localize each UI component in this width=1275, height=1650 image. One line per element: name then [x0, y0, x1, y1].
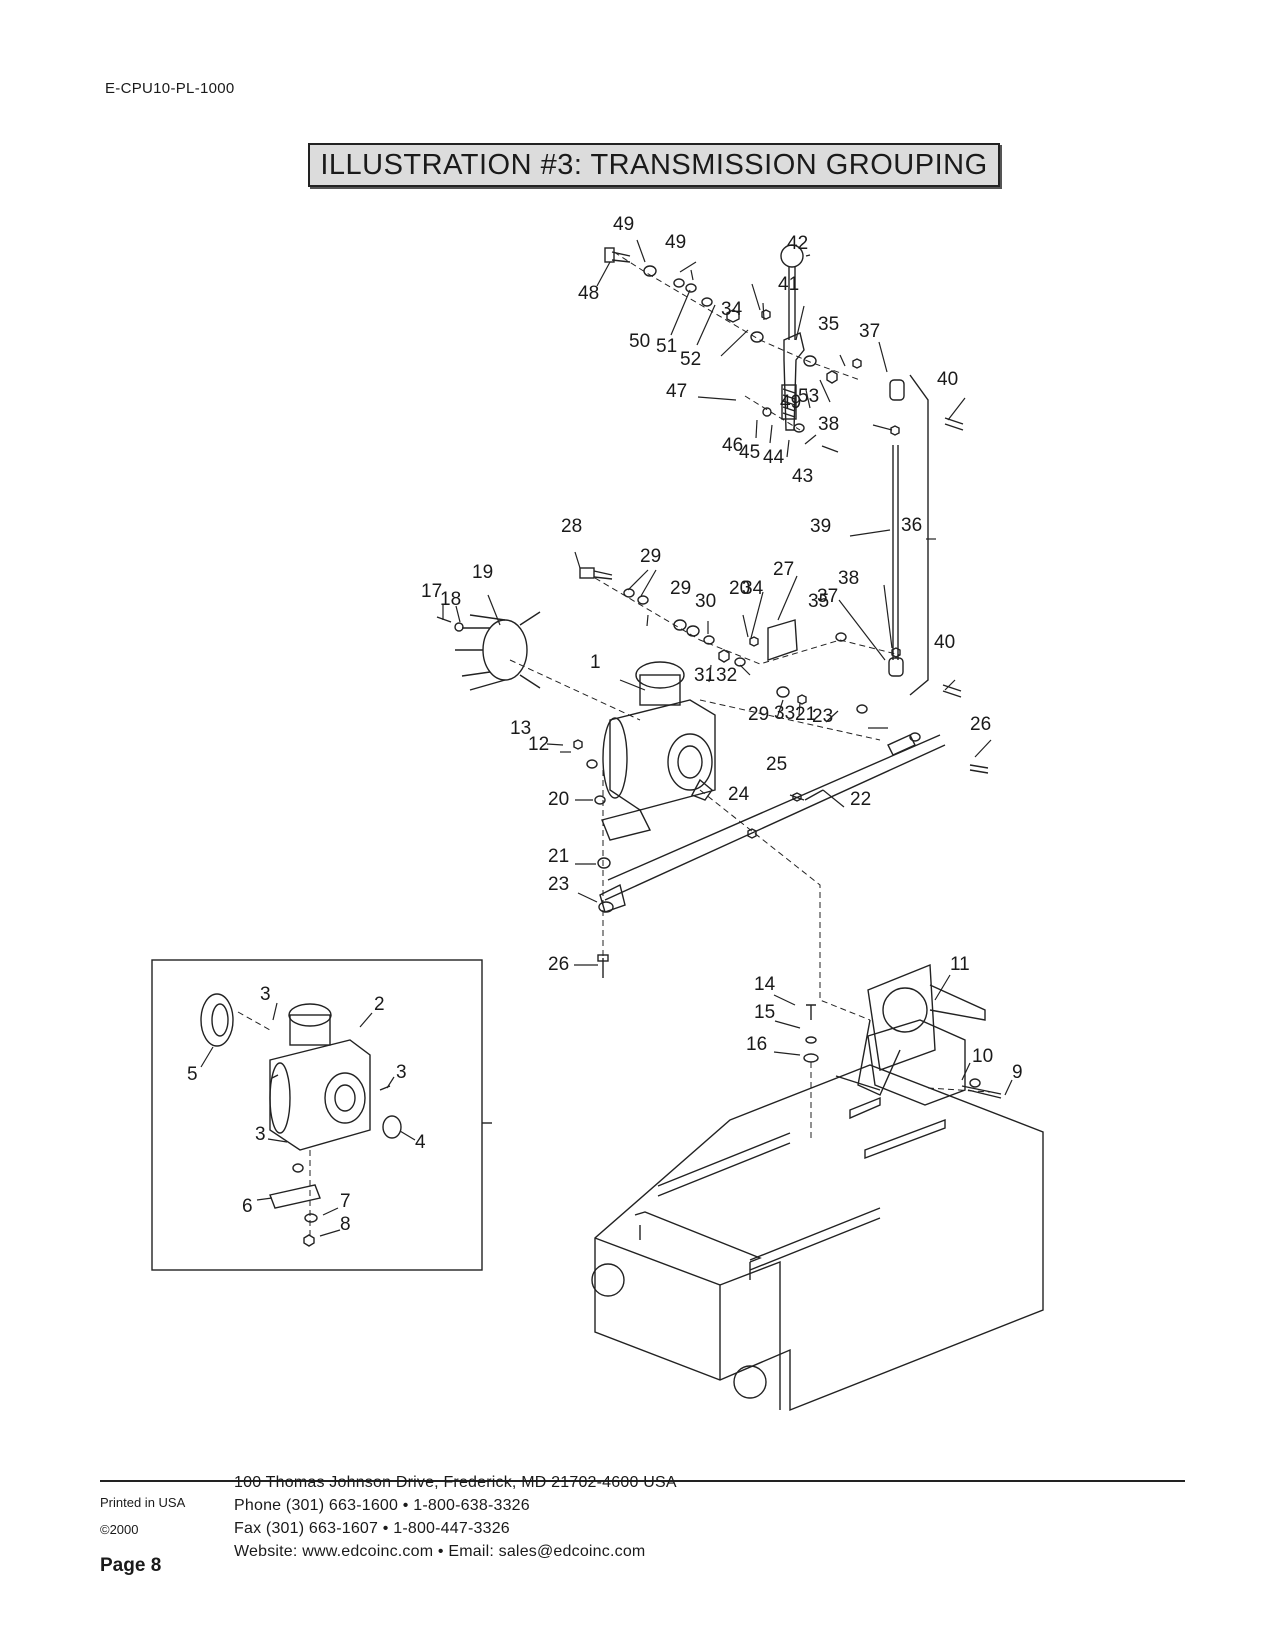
- transmission-unit: [602, 661, 716, 811]
- callout-32: 32: [716, 665, 737, 686]
- footer-rule: [100, 1480, 1185, 1482]
- footer-address: 100 Thomas Johnson Drive, Frederick, MD …: [234, 1474, 677, 1491]
- leader-lines: [200, 239, 1013, 1237]
- control-linkage: [436, 567, 989, 978]
- callout-25: 25: [766, 754, 787, 775]
- callout-29: 29: [670, 578, 691, 599]
- callout-11: 11: [950, 954, 970, 975]
- callout-5: 5: [187, 1064, 198, 1085]
- callout-24: 24: [728, 784, 750, 805]
- callout-8: 8: [340, 1214, 351, 1235]
- callout-14: 14: [754, 974, 776, 995]
- footer-website[interactable]: Website: www.edcoinc.com • Email: sales@…: [234, 1543, 646, 1560]
- callout-44: 44: [763, 447, 785, 468]
- callout-31: 31: [694, 665, 715, 686]
- callout-35: 35: [818, 314, 839, 335]
- callout-10: 10: [972, 1046, 993, 1067]
- callout-52: 52: [680, 349, 701, 370]
- callout-40: 40: [934, 632, 955, 653]
- footer-fax: Fax (301) 663-1607 • 1-800-447-3326: [234, 1520, 510, 1537]
- callout-20: 20: [729, 578, 750, 599]
- inset-frame: [151, 959, 483, 1271]
- callout-37: 37: [817, 586, 838, 607]
- callout-38: 38: [818, 414, 839, 435]
- callout-18: 18: [440, 589, 461, 610]
- callout-37: 37: [859, 321, 880, 342]
- callout-53: 53: [798, 386, 819, 407]
- callout-29: 29: [748, 704, 769, 725]
- callout-15: 15: [754, 1002, 775, 1023]
- callout-43: 43: [792, 466, 813, 487]
- callout-34: 34: [721, 299, 743, 320]
- callout-50: 50: [629, 331, 650, 352]
- callout-17: 17: [421, 581, 442, 602]
- callout-16: 16: [746, 1034, 767, 1055]
- callout-34: 34: [742, 578, 764, 599]
- callout-3: 3: [396, 1062, 407, 1083]
- callout-49: 49: [665, 232, 686, 253]
- callout-33: 33: [774, 703, 795, 724]
- callout-9: 9: [1012, 1062, 1023, 1083]
- callout-36: 36: [901, 515, 922, 536]
- callout-2: 2: [374, 994, 385, 1015]
- callout-48: 48: [578, 283, 599, 304]
- callout-4: 4: [415, 1132, 426, 1153]
- callout-6: 6: [242, 1196, 253, 1217]
- callout-42: 42: [787, 233, 808, 254]
- callout-41: 41: [778, 274, 799, 295]
- callout-3: 3: [260, 984, 271, 1005]
- inset-transmission: [200, 993, 402, 1247]
- callout-28: 28: [561, 516, 582, 537]
- shift-lever-assembly: [604, 244, 964, 696]
- cooling-fan: [455, 611, 541, 691]
- document-code: E-CPU10-PL-1000: [105, 80, 235, 97]
- assembly-guide-lines: [237, 251, 991, 1240]
- callout-38: 38: [838, 568, 859, 589]
- callout-26: 26: [970, 714, 991, 735]
- callout-13: 13: [510, 718, 531, 739]
- illustration-title-box: ILLUSTRATION #3: TRANSMISSION GROUPING: [308, 143, 1000, 187]
- callout-49: 49: [780, 392, 801, 413]
- callout-22: 22: [850, 789, 871, 810]
- callout-51: 51: [656, 336, 677, 357]
- callout-12: 12: [528, 734, 549, 755]
- callout-7: 7: [340, 1191, 351, 1212]
- callout-21: 21: [548, 846, 569, 867]
- callout-29: 29: [640, 546, 661, 567]
- callout-47: 47: [666, 381, 687, 402]
- printed-in-usa: Printed in USA: [100, 1495, 186, 1510]
- callout-19: 19: [472, 562, 493, 583]
- copyright: ©2000: [100, 1522, 139, 1537]
- callout-39: 39: [810, 516, 831, 537]
- page-number: Page 8: [100, 1555, 162, 1576]
- callout-46: 46: [722, 435, 743, 456]
- callout-45: 45: [739, 442, 760, 463]
- callout-20: 20: [548, 789, 569, 810]
- footer-phone: Phone (301) 663-1600 • 1-800-638-3326: [234, 1497, 530, 1514]
- callout-30: 30: [695, 591, 716, 612]
- unit-frame: [591, 963, 1044, 1412]
- callout-1: 1: [590, 652, 601, 673]
- callout-49: 49: [613, 214, 634, 235]
- callout-3: 3: [255, 1124, 266, 1145]
- callout-35: 35: [808, 591, 829, 612]
- callout-21: 21: [795, 704, 816, 725]
- callout-40: 40: [937, 369, 958, 390]
- callout-23: 23: [812, 706, 833, 727]
- callout-26: 26: [548, 954, 569, 975]
- callout-23: 23: [548, 874, 569, 895]
- illustration-title: ILLUSTRATION #3: TRANSMISSION GROUPING: [320, 148, 988, 181]
- callout-27: 27: [773, 559, 794, 580]
